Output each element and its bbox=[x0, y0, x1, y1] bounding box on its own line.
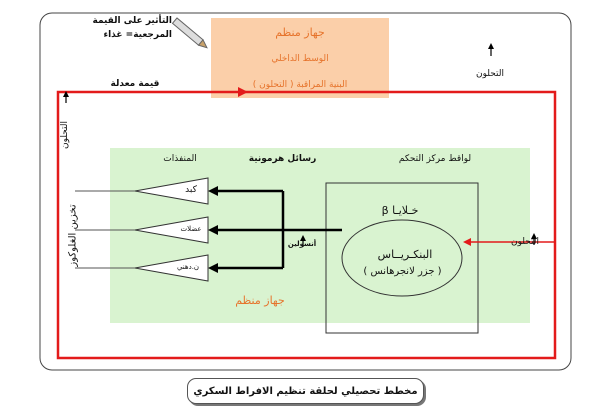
signal-to-liver-head bbox=[208, 186, 218, 196]
arrow-up-icon-left bbox=[63, 91, 69, 103]
glycemia-right-label: التحلون bbox=[510, 237, 539, 247]
liver-label: كبد bbox=[185, 185, 197, 195]
signal-to-muscles-head bbox=[208, 225, 218, 235]
regulator-box-title: جهاز منظم bbox=[275, 26, 325, 39]
hormonal-messages-label: رسائل هرمونية bbox=[248, 154, 317, 164]
arrow-up-icon-right bbox=[531, 233, 537, 245]
pancreas-ellipse bbox=[341, 219, 463, 297]
effectors-label: المنفذات bbox=[163, 154, 197, 164]
control-sensors-label: لواقط مركز التحكم bbox=[398, 154, 472, 164]
diagram-caption: مخطط تحصيلي لحلقة تنظيم الافراط السكري bbox=[187, 378, 424, 404]
glycemia-top-label: التحلون bbox=[475, 69, 504, 79]
internal-medium-label: الوسط الداخلي bbox=[271, 54, 329, 64]
beta-cells-label: خـلايـا β bbox=[381, 204, 419, 217]
arrow-up-icon bbox=[488, 43, 494, 56]
pancreas-input-arrow bbox=[463, 238, 471, 246]
glucose-storage-label: تخزين الغلوكوز bbox=[67, 204, 79, 267]
islets-label: ( جزر لانجرهانس ) bbox=[363, 266, 442, 277]
outer-frame bbox=[39, 12, 572, 371]
glycemia-left-label: التحلون bbox=[60, 121, 70, 150]
liver-effector bbox=[134, 177, 209, 205]
reference-effect-line2: المرجعية= غذاء bbox=[103, 30, 172, 40]
adipose-effector bbox=[134, 254, 209, 282]
insulin-label: أنسولين bbox=[287, 240, 317, 248]
loop-arrow-head bbox=[238, 87, 248, 97]
pancreas-label: البنكـريــاس bbox=[377, 248, 433, 261]
monitored-structure-label: البنية المراقبة ( التحلون ) bbox=[252, 80, 348, 90]
control-loop bbox=[56, 90, 557, 360]
regulator-system-label: جهاز منظم bbox=[235, 294, 285, 307]
signal-to-adipose-head bbox=[208, 263, 218, 273]
adipose-label: ن.دهني bbox=[176, 263, 200, 271]
regulator-box-bg bbox=[211, 18, 389, 98]
reference-effect-line1: التأثير على القيمة bbox=[92, 16, 172, 26]
pencil-icon bbox=[171, 17, 208, 49]
muscles-label: عضلات bbox=[180, 225, 202, 233]
modified-value-label: قيمة معدلة bbox=[110, 79, 160, 89]
muscles-effector bbox=[134, 216, 209, 244]
control-center-box bbox=[325, 182, 479, 334]
arrow-up-icon-insulin bbox=[300, 235, 306, 247]
